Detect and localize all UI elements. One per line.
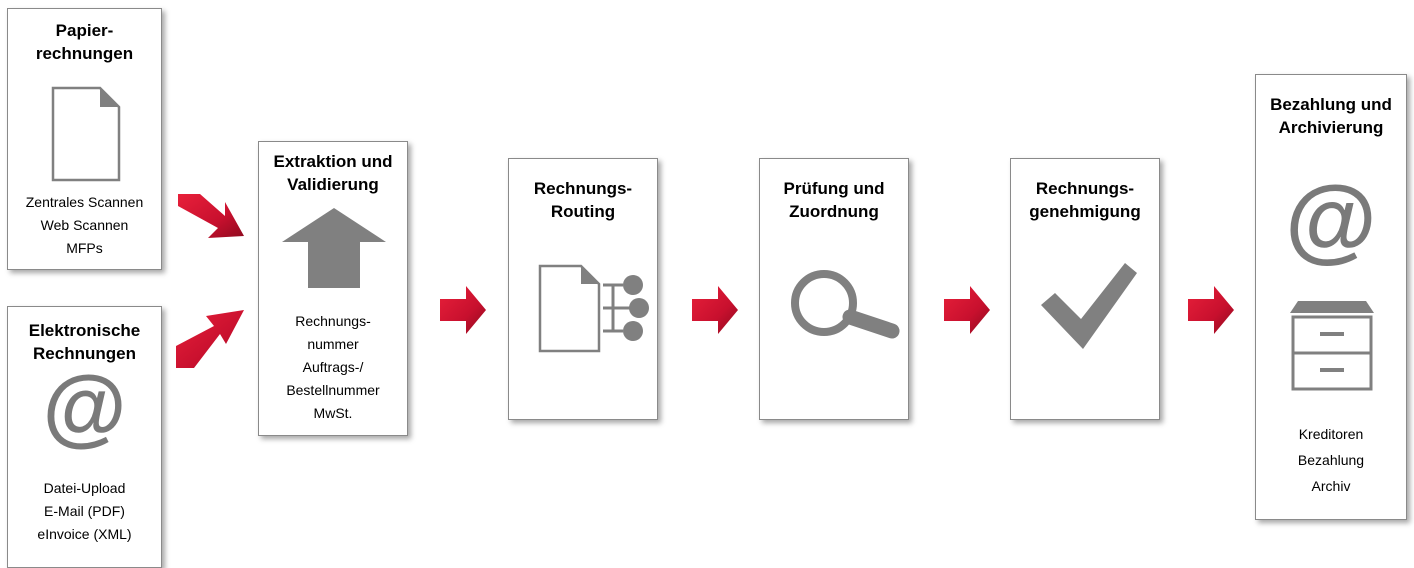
magnifier-icon	[791, 270, 900, 339]
electronic-invoices-title: Elektronische Rechnungen	[28, 321, 141, 363]
paper-invoices-card: Papier- rechnungen Zentrales Scannen Web…	[7, 8, 162, 270]
invoice-routing-card: Rechnungs- Routing	[508, 158, 658, 420]
payment-archiving-title: Bezahlung und Archivierung	[1270, 95, 1392, 137]
electronic-invoices-card: Elektronische Rechnungen @ Datei-Upload …	[7, 306, 162, 568]
payment-archiving-card: Bezahlung und Archivierung @ Kreditoren …	[1255, 74, 1407, 520]
list-item: Auftrags-/ Bestellnummer	[286, 359, 380, 398]
list-item: MwSt.	[313, 405, 353, 421]
list-item: Bezahlung	[1297, 452, 1365, 468]
payment-archiving-list: Kreditoren Bezahlung Archiv	[1256, 421, 1406, 499]
electronic-invoices-list: Datei-Upload E-Mail (PDF) eInvoice (XML)	[8, 477, 161, 546]
flow-arrow-4	[1188, 286, 1234, 334]
list-item: MFPs	[66, 240, 103, 256]
flow-arrow-electronic	[176, 310, 244, 368]
list-item: Zentrales Scannen	[25, 194, 144, 210]
file-cabinet-icon	[1290, 301, 1374, 391]
review-assignment-title: Prüfung und Zuordnung	[783, 179, 885, 221]
flow-arrow-1	[440, 286, 486, 334]
flow-arrow-3	[944, 286, 990, 334]
review-assignment-card: Prüfung und Zuordnung	[759, 158, 909, 420]
extraction-validation-card: Extraktion und Validierung Rechnungs- nu…	[258, 141, 408, 436]
list-item: E-Mail (PDF)	[44, 503, 125, 519]
invoice-routing-title: Rechnungs- Routing	[533, 179, 633, 221]
list-item: eInvoice (XML)	[37, 526, 132, 542]
list-item: Web Scannen	[40, 217, 129, 233]
list-item: Kreditoren	[1298, 426, 1364, 442]
paper-invoices-title: Papier- rechnungen	[35, 21, 134, 63]
flow-arrow-2	[692, 286, 738, 334]
extraction-validation-title: Extraktion und Validierung	[273, 152, 393, 194]
paper-invoices-list: Zentrales Scannen Web Scannen MFPs	[8, 191, 161, 260]
list-item: Archiv	[1311, 478, 1351, 494]
invoice-approval-card: Rechnungs- genehmigung	[1010, 158, 1160, 420]
invoice-approval-title: Rechnungs- genehmigung	[1029, 179, 1141, 221]
extraction-fields-list: Rechnungs- nummer Auftrags-/ Bestellnumm…	[259, 310, 407, 425]
document-routing-icon	[538, 264, 649, 353]
checkmark-icon	[1041, 263, 1137, 349]
at-sign-icon: @	[1285, 166, 1377, 271]
upload-arrow-icon	[282, 208, 386, 288]
list-item: Rechnungs- nummer	[295, 313, 371, 352]
flow-arrow-paper	[178, 194, 244, 238]
list-item: Datei-Upload	[43, 480, 126, 496]
document-icon	[51, 86, 121, 182]
at-sign-icon: @	[42, 359, 127, 455]
